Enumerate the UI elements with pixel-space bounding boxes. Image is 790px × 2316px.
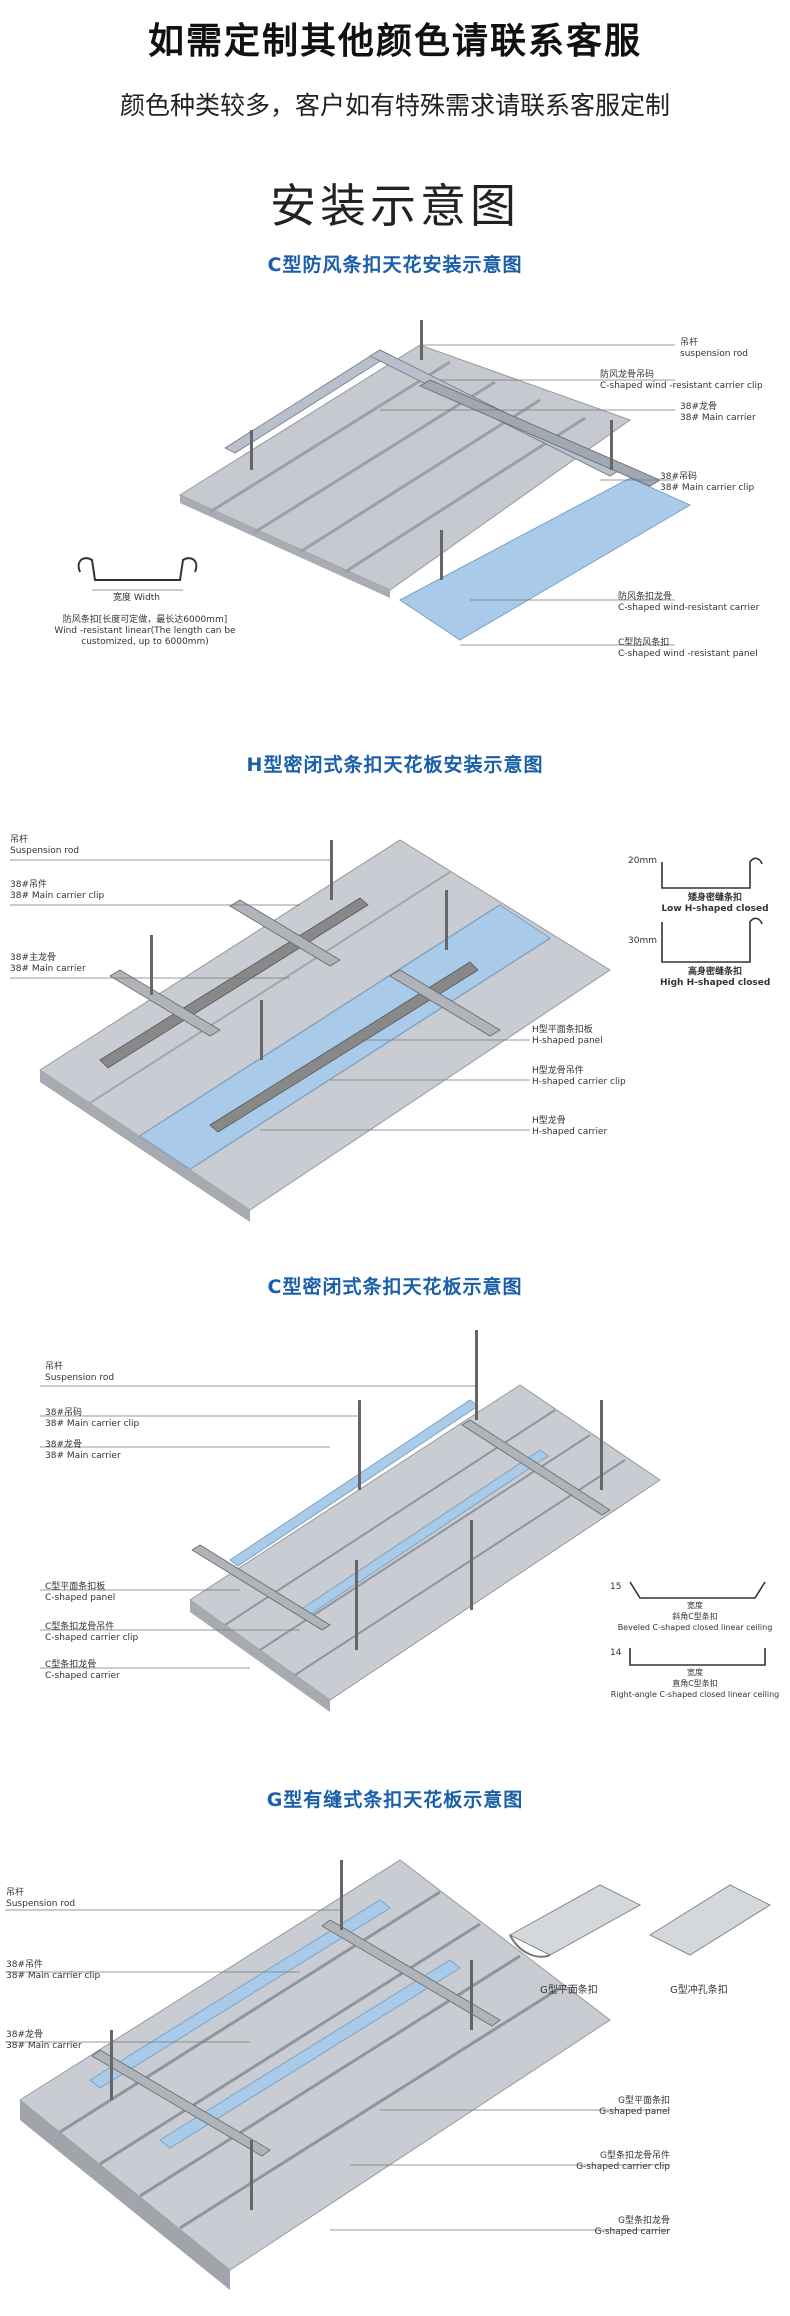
page-subtitle: 颜色种类较多，客户如有特殊需求请联系客服定制 <box>119 91 670 120</box>
section-3-title: C型密闭式条扣天花板示意图 <box>267 1276 523 1298</box>
s2-profile-1-dim: 20mm <box>628 856 657 866</box>
s2-profile-2-dim: 30mm <box>628 936 657 946</box>
s4-product-2: G型冲孔条扣 <box>670 1985 728 1996</box>
s3-profile-1-dim: 15 <box>610 1582 622 1592</box>
s1-note: 防风条扣[长度可定做，最长达6000mm]Wind -resistant lin… <box>54 615 236 647</box>
main-title: 安装示意图 <box>270 179 520 233</box>
diagram-g <box>5 1859 772 2290</box>
section-1-title: C型防风条扣天花安装示意图 <box>267 254 523 276</box>
s3-profile-2-dim: 14 <box>610 1648 622 1658</box>
section-4-title: G型有缝式条扣天花板示意图 <box>266 1789 524 1811</box>
s4-product-1: G型平面条扣 <box>540 1985 598 1996</box>
diagram-h-closed <box>10 839 763 1222</box>
s1-width-label: 宽度 Width <box>113 593 161 603</box>
section-2-title: H型密闭式条扣天花板安装示意图 <box>246 754 544 776</box>
page-title: 如需定制其他颜色请联系客服 <box>147 21 642 62</box>
diagram-c-closed <box>40 1330 766 1712</box>
diagram-c-wind <box>77 320 692 646</box>
